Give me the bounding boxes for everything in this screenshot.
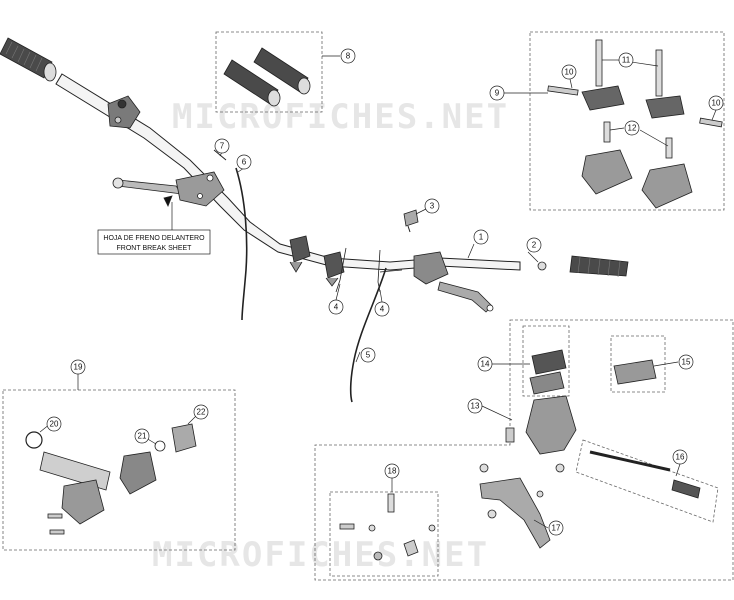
callout-7: 7 [214,138,230,154]
svg-text:13: 13 [471,402,480,411]
watermark-top: MICROFICHES.NET [172,97,509,137]
callout-11: 11 [618,52,634,68]
svg-text:6: 6 [242,158,247,167]
cable-6 [235,167,248,321]
svg-text:19: 19 [74,363,83,372]
callout-18: 18 [384,463,400,479]
handlebar-clamp-set-9 [547,39,723,209]
callouts: 1 2 3 4 4 5 6 7 8 9 10 10 11 12 13 14 15… [46,48,724,536]
callout-12: 12 [624,120,640,136]
svg-text:11: 11 [622,56,631,65]
callout-20: 20 [46,416,62,432]
callout-3: 3 [424,198,440,214]
group-box-19 [2,389,236,551]
group-box-14 [522,325,570,397]
note-line-2: FRONT BREAK SHEET [117,245,193,252]
group-box-18 [329,491,439,577]
svg-text:8: 8 [346,52,351,61]
svg-text:4: 4 [334,303,339,312]
front-brake-note: HOJA DE FRENO DELANTERO FRONT BREAK SHEE… [97,229,211,255]
master-cylinder-exploded-13 [479,349,701,549]
svg-text:10: 10 [565,68,574,77]
cable-5 [349,267,387,403]
callout-16: 16 [672,449,688,465]
callout-10b: 10 [708,95,724,111]
callout-9: 9 [489,85,505,101]
callout-5: 5 [360,347,376,363]
group-box-13 [314,319,734,581]
callout-4a: 4 [328,299,344,315]
callout-4b: 4 [374,301,390,317]
group-box-16 [575,439,719,523]
bolt-7 [213,149,227,161]
callout-1: 1 [473,229,489,245]
group-box-9 [529,31,725,211]
right-grip [537,255,629,278]
svg-text:7: 7 [220,142,225,151]
svg-text:12: 12 [628,124,637,133]
front-brake-master-cylinder [403,209,494,313]
callout-6: 6 [236,154,252,170]
callout-13: 13 [467,398,483,414]
svg-text:20: 20 [50,420,59,429]
svg-text:22: 22 [197,408,206,417]
bar-clamps [289,235,345,287]
callout-21: 21 [134,428,150,444]
svg-text:15: 15 [682,358,691,367]
svg-text:10: 10 [712,99,721,108]
svg-text:2: 2 [532,241,537,250]
watermark-bottom: MICROFICHES.NET [152,535,489,575]
left-lever-assembly [112,171,225,207]
svg-text:9: 9 [495,89,500,98]
pivot-parts-18 [339,493,436,561]
svg-text:1: 1 [479,233,484,242]
throttle-assembly-19 [25,423,197,535]
svg-text:4: 4 [380,305,385,314]
callout-10a: 10 [561,64,577,80]
callout-17: 17 [548,520,564,536]
svg-text:18: 18 [388,467,397,476]
grips-pair-8 [223,47,311,107]
callout-22: 22 [193,404,209,420]
callout-15: 15 [678,354,694,370]
svg-text:14: 14 [481,360,490,369]
left-grip [0,37,57,82]
svg-text:16: 16 [676,453,685,462]
svg-text:3: 3 [430,202,435,211]
callout-14: 14 [477,356,493,372]
callout-19: 19 [70,359,86,375]
svg-text:5: 5 [366,351,371,360]
left-switch-clamp [107,95,141,129]
callout-2: 2 [526,237,542,253]
note-line-1: HOJA DE FRENO DELANTERO [103,235,205,242]
svg-text:21: 21 [138,432,147,441]
svg-text:17: 17 [552,524,561,533]
callout-8: 8 [340,48,356,64]
group-box-8 [215,31,323,113]
